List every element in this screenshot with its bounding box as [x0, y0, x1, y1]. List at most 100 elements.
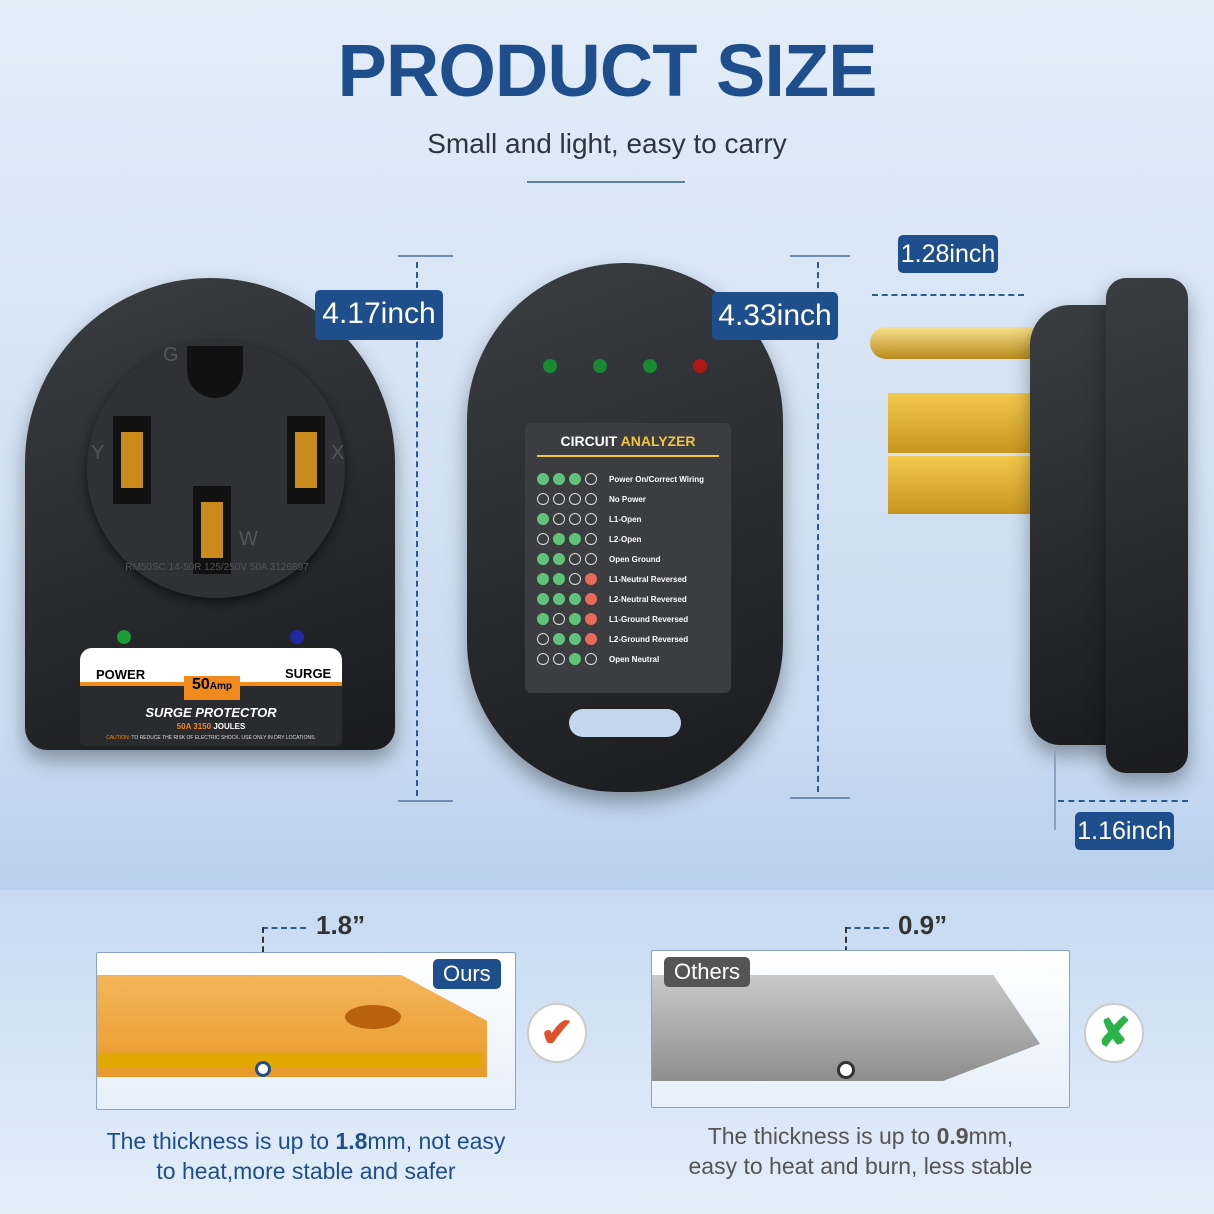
- indicator-dot: [585, 473, 597, 485]
- indicator-dot: [585, 633, 597, 645]
- legend-label: L2-Open: [609, 534, 642, 544]
- measure-point: [837, 1061, 855, 1079]
- hang-hole: [569, 709, 681, 737]
- indicator-dot: [537, 573, 549, 585]
- measure-point: [255, 1061, 271, 1077]
- outlet-face: G Y X W RM50SC 14-50R 125/250V 50A 31268…: [87, 340, 345, 598]
- led-green-1: [543, 359, 557, 373]
- others-caption: The thickness is up to 0.9mm,easy to hea…: [688, 1123, 1033, 1179]
- indicator-dot: [569, 473, 581, 485]
- legend-label: Open Ground: [609, 554, 661, 564]
- indicator-dot: [537, 593, 549, 605]
- indicator-dot: [553, 513, 565, 525]
- indicator-dot: [553, 493, 565, 505]
- dim-tick: [398, 800, 453, 802]
- indicator-dot: [537, 533, 549, 545]
- legend-label: L2-Ground Reversed: [609, 634, 689, 644]
- indicator-dot: [585, 493, 597, 505]
- dimension-badge-analyzer: 4.33inch: [712, 292, 838, 340]
- indicator-dot: [569, 553, 581, 565]
- indicator-dot: [585, 573, 597, 585]
- analyzer-title: CIRCUIT ANALYZER: [560, 433, 696, 449]
- indicator-dot: [585, 533, 597, 545]
- led-green-2: [593, 359, 607, 373]
- ours-thickness: 1.8”: [316, 910, 366, 940]
- surge-label: SURGE: [285, 666, 332, 681]
- indicator-dot: [537, 493, 549, 505]
- led-red: [693, 359, 707, 373]
- indicator-dot: [585, 513, 597, 525]
- legend-label: Open Neutral: [609, 654, 660, 664]
- legend-row: L1-Open: [537, 509, 719, 529]
- slot-y: [113, 416, 151, 504]
- dim-tick: [1054, 750, 1056, 830]
- letter-x: X: [331, 442, 345, 464]
- slot-x: [287, 416, 325, 504]
- others-thickness: 0.9”: [898, 910, 948, 940]
- ours-blade-panel: Ours: [96, 952, 516, 1110]
- indicator-dot: [537, 513, 549, 525]
- legend-row: L2-Ground Reversed: [537, 629, 719, 649]
- indicator-dot: [553, 533, 565, 545]
- power-led: [117, 630, 131, 644]
- legend-row: Open Neutral: [537, 649, 719, 669]
- legend-label: L1-Ground Reversed: [609, 614, 689, 624]
- legend-row: L1-Ground Reversed: [537, 609, 719, 629]
- legend-row: No Power: [537, 489, 719, 509]
- indicator-dot: [569, 633, 581, 645]
- legend-row: L2-Open: [537, 529, 719, 549]
- plug-length-arrow: [872, 294, 1024, 296]
- ours-tag: Ours: [433, 959, 501, 989]
- indicator-dot: [537, 653, 549, 665]
- label-panel: POWER SURGE 50Amp SURGE PROTECTOR 50A 31…: [80, 648, 342, 746]
- indicator-dot: [569, 573, 581, 585]
- led-green-3: [643, 359, 657, 373]
- legend-row: L2-Neutral Reversed: [537, 589, 719, 609]
- indicator-dot: [553, 593, 565, 605]
- indicator-dot: [569, 613, 581, 625]
- legend-label: No Power: [609, 494, 646, 504]
- analyzer-panel: CIRCUIT ANALYZER Power On/Correct Wiring…: [525, 423, 731, 693]
- dimension-badge-plug-length: 1.28inch: [898, 235, 998, 273]
- rating: 50A 3150 JOULES: [176, 722, 246, 731]
- plug-depth-arrow: [1058, 800, 1188, 802]
- dim-tick: [790, 255, 850, 257]
- others-blade-panel: Others: [651, 950, 1070, 1108]
- indicator-dot: [537, 473, 549, 485]
- blade-2: [888, 456, 1033, 514]
- ground-slot: [187, 346, 243, 398]
- surge-led: [290, 630, 304, 644]
- indicator-dot: [537, 633, 549, 645]
- cross-icon: ✘: [1084, 1003, 1144, 1063]
- product-name: SURGE PROTECTOR: [145, 705, 277, 720]
- caution: CAUTION: TO REDUCE THE RISK OF ELECTRIC …: [106, 735, 316, 741]
- indicator-dot: [553, 573, 565, 585]
- indicator-dot: [553, 613, 565, 625]
- indicator-dot: [537, 613, 549, 625]
- double-arrow-icon: [537, 455, 719, 457]
- page-subtitle: Small and light, easy to carry: [427, 128, 787, 159]
- indicator-dot: [585, 593, 597, 605]
- indicator-dot: [553, 553, 565, 565]
- power-label: POWER: [96, 667, 146, 682]
- legend-row: Open Ground: [537, 549, 719, 569]
- height-arrow-surge: [416, 262, 418, 796]
- blade-1: [888, 393, 1033, 453]
- page-title: PRODUCT SIZE: [337, 29, 878, 112]
- indicator-dot: [537, 553, 549, 565]
- legend-label: L1-Open: [609, 514, 642, 524]
- slot-w: [193, 486, 231, 574]
- leader-line: [262, 927, 306, 929]
- indicator-dot: [569, 653, 581, 665]
- check-icon: ✔: [527, 1003, 587, 1063]
- legend-label: Power On/Correct Wiring: [609, 474, 705, 484]
- dimension-badge-plug-depth: 1.16inch: [1075, 812, 1174, 850]
- legend-row: L1-Neutral Reversed: [537, 569, 719, 589]
- letter-y: Y: [91, 442, 105, 464]
- leader-line: [845, 927, 889, 929]
- surge-protector: G Y X W RM50SC 14-50R 125/250V 50A 31268…: [25, 278, 395, 750]
- blade-edge: [97, 1053, 482, 1067]
- legend-label: L1-Neutral Reversed: [609, 574, 687, 584]
- blade-hole: [345, 1005, 401, 1029]
